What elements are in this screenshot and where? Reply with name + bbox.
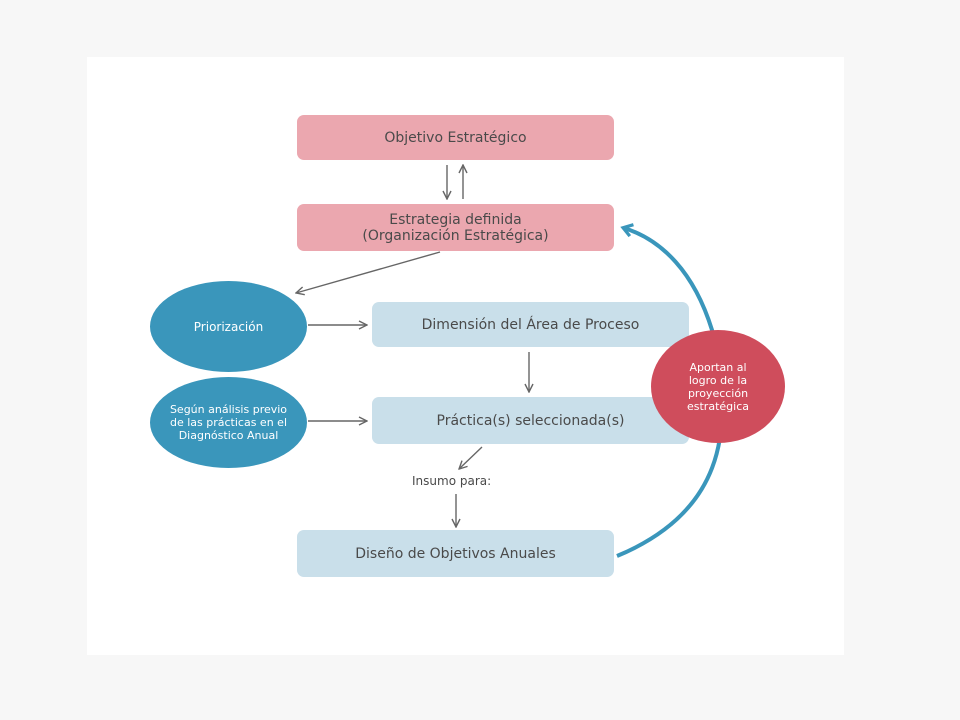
insumo-para-label: Insumo para: — [412, 474, 492, 488]
objetivo-estrategico-label: Objetivo Estratégico — [384, 129, 527, 146]
estrategia-definida-box: Estrategia definida (Organización Estrat… — [297, 204, 614, 251]
segun-analisis-line1: Según análisis previo — [169, 403, 288, 416]
aportan-line2: logro de la — [688, 373, 748, 387]
segun-analisis-line3: Diagnóstico Anual — [178, 429, 279, 442]
diseno-objetivos-anuales-label: Diseño de Objetivos Anuales — [355, 545, 556, 562]
priorizacion-label: Priorización — [193, 319, 264, 334]
diseno-objetivos-anuales-box: Diseño de Objetivos Anuales — [297, 530, 614, 577]
diagram-canvas: Objetivo Estratégico Estrategia definida… — [87, 57, 844, 655]
segun-analisis-line2: de las prácticas en el — [169, 416, 287, 429]
segun-analisis-ellipse: Según análisis previo de las prácticas e… — [150, 377, 307, 468]
arrow-practica-to-insumo — [459, 446, 483, 469]
dimension-area-proceso-label: Dimensión del Área de Proceso — [421, 316, 640, 333]
objetivo-estrategico-box: Objetivo Estratégico — [297, 115, 614, 160]
dimension-area-proceso-box: Dimensión del Área de Proceso — [372, 302, 689, 347]
organizacion-estrategica-label: (Organización Estratégica) — [362, 227, 549, 244]
practicas-seleccionadas-box: Práctica(s) seleccionada(s) — [372, 397, 689, 444]
arrow-estrategia-to-priorizacion — [296, 251, 441, 293]
estrategia-definida-label: Estrategia definida — [389, 211, 522, 228]
aportan-line4: estratégica — [687, 399, 749, 413]
aportan-logro-circle: Aportan al logro de la proyección estrat… — [651, 330, 785, 443]
aportan-line3: proyección — [687, 386, 749, 400]
practicas-seleccionadas-label: Práctica(s) seleccionada(s) — [436, 412, 625, 429]
aportan-line1: Aportan al — [689, 360, 747, 374]
priorizacion-ellipse: Priorización — [150, 281, 307, 372]
